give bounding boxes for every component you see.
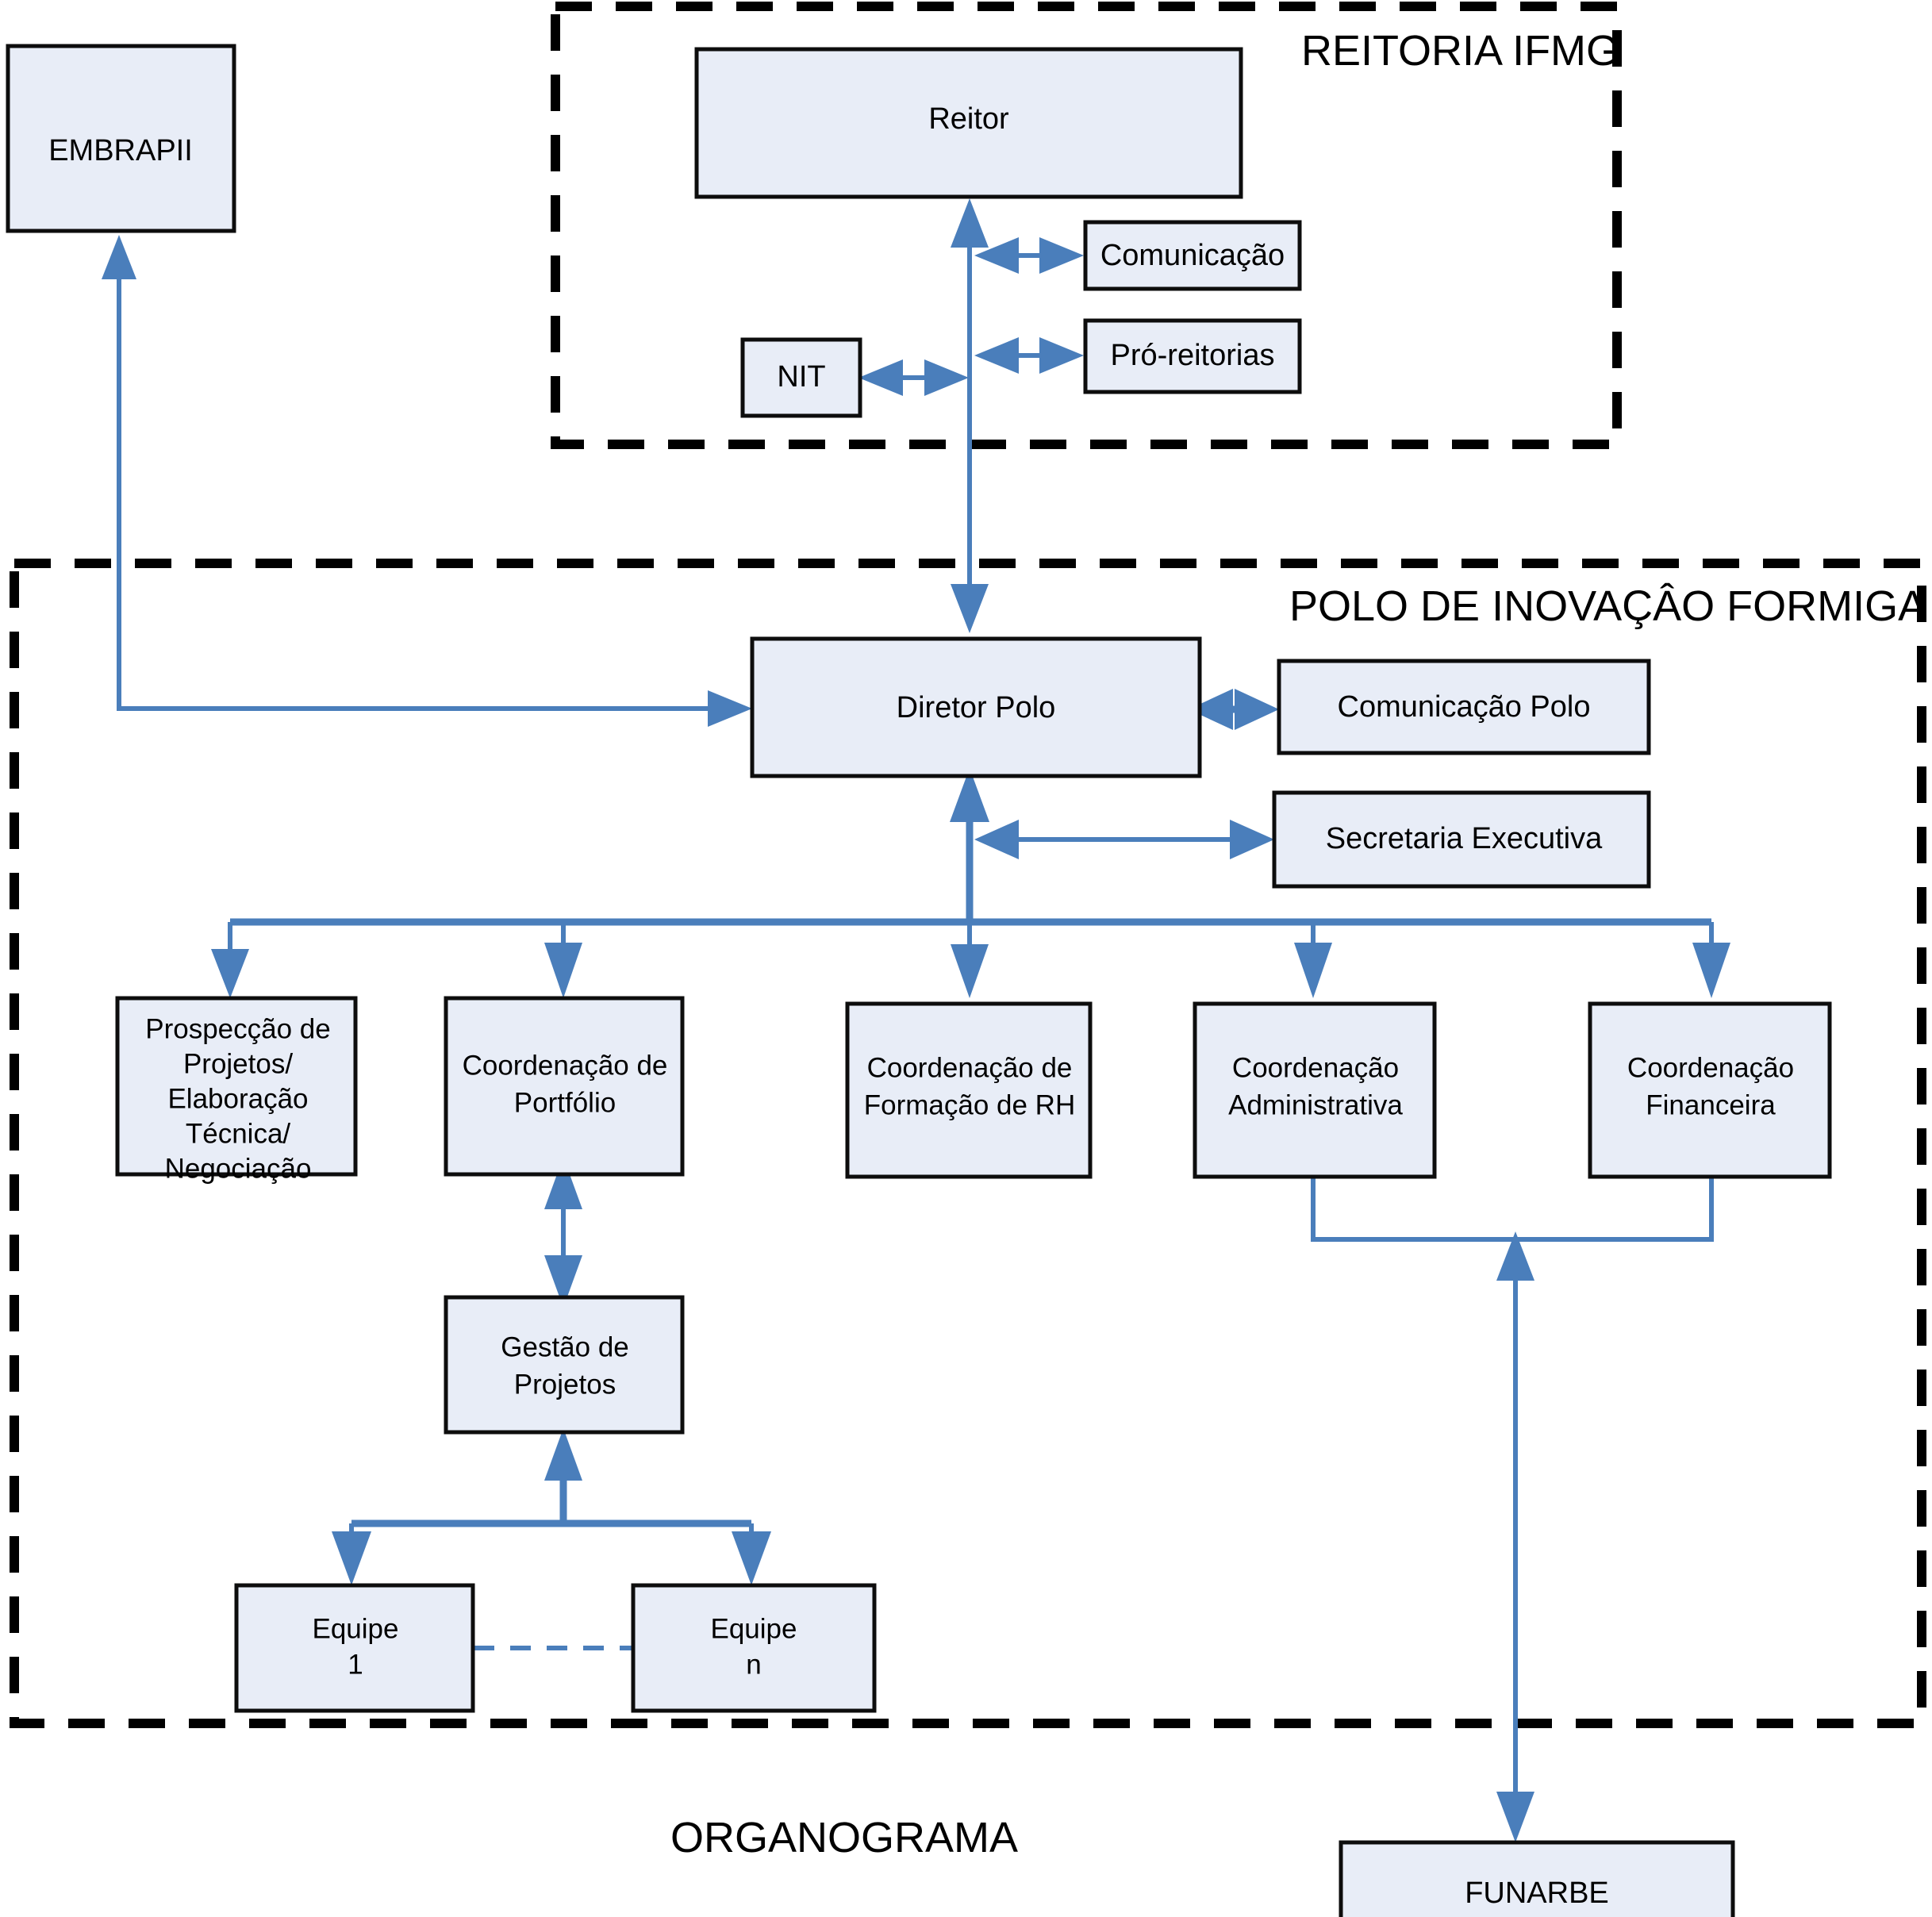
node-label-portfolio-line2: Portfólio <box>514 1087 616 1118</box>
arrowhead-diretor-down <box>951 584 989 633</box>
arrowhead-reitor-up <box>951 198 989 248</box>
arrowhead-nit-left <box>858 359 903 396</box>
arrowhead-diretor-left <box>708 690 752 727</box>
node-label-formacao-rh-line2: Formação de RH <box>864 1089 1075 1120</box>
node-equipe-1[interactable]: Equipe 1 <box>234 1583 475 1713</box>
arrowhead-merge-up <box>1496 1231 1534 1281</box>
node-rect-portfolio[interactable] <box>444 996 685 1177</box>
node-rect-embrapii[interactable] <box>6 44 236 233</box>
node-rect-diretor-polo[interactable] <box>750 636 1202 778</box>
node-rect-formacao-rh[interactable] <box>845 1001 1093 1179</box>
node-label-prospeccao-line4: Técnica/ <box>186 1118 291 1149</box>
node-comunicacao-polo[interactable]: Comunicação Polo <box>1277 659 1651 755</box>
node-gestao-projetos[interactable]: Gestão de Projetos <box>444 1295 685 1435</box>
node-nit[interactable]: NIT <box>740 337 862 418</box>
arrowhead-portfolio-up <box>544 1157 582 1209</box>
node-label-portfolio-line1: Coordenação de <box>463 1050 668 1081</box>
node-label-equipe1-line1: Equipe <box>313 1613 399 1644</box>
node-label-equipe1-line2: 1 <box>348 1649 363 1680</box>
node-label-prospeccao-line1: Prospecção de <box>145 1013 330 1044</box>
node-rect-comunicacao-polo[interactable] <box>1277 659 1651 755</box>
node-label-gestao-line1: Gestão de <box>501 1331 629 1362</box>
node-label-embrapii: EMBRAPII <box>48 134 193 167</box>
node-formacao-rh[interactable]: Coordenação de Formação de RH <box>845 1001 1093 1179</box>
node-rect-gestao-projetos[interactable] <box>444 1295 685 1435</box>
node-rect-equipe-1[interactable] <box>234 1583 475 1713</box>
arrowhead-equipen <box>732 1531 771 1585</box>
node-label-administrativa-line2: Administrativa <box>1228 1089 1403 1120</box>
arrowhead-portfolio <box>544 943 582 998</box>
arrowhead-funarbe-down <box>1496 1792 1534 1842</box>
node-rect-administrativa[interactable] <box>1193 1001 1437 1179</box>
node-rect-equipe-n[interactable] <box>631 1583 877 1713</box>
node-rect-proreitorias[interactable] <box>1083 318 1302 394</box>
node-rect-reitor[interactable] <box>694 47 1243 199</box>
node-label-comunicacao-polo: Comunicação Polo <box>1338 690 1591 724</box>
arrowhead-comunicacao-right <box>1039 237 1084 274</box>
node-reitor[interactable]: Reitor <box>694 47 1243 199</box>
node-label-gestao-line2: Projetos <box>514 1369 616 1400</box>
node-portfolio[interactable]: Coordenação de Portfólio <box>444 996 685 1177</box>
node-label-funarbe: FUNARBE <box>1465 1877 1609 1910</box>
node-label-proreitorias: Pró-reitorias <box>1111 339 1275 372</box>
arrowhead-gestao-up <box>544 1428 582 1481</box>
node-embrapii[interactable]: EMBRAPII <box>6 44 236 233</box>
node-label-secretaria-executiva: Secretaria Executiva <box>1326 822 1603 855</box>
node-label-diretor-polo: Diretor Polo <box>897 691 1056 724</box>
node-equipe-n[interactable]: Equipe n <box>631 1583 877 1713</box>
node-comunicacao[interactable]: Comunicação <box>1083 220 1302 291</box>
node-rect-nit[interactable] <box>740 337 862 418</box>
node-label-equipen-line2: n <box>746 1649 761 1680</box>
node-rect-secretaria-executiva[interactable] <box>1272 790 1651 889</box>
node-proreitorias[interactable]: Pró-reitorias <box>1083 318 1302 394</box>
diagram-caption: ORGANOGRAMA <box>670 1814 1018 1861</box>
node-funarbe[interactable]: FUNARBE <box>1339 1840 1735 1917</box>
node-label-comunicacao: Comunicação <box>1100 239 1285 272</box>
node-administrativa[interactable]: Coordenação Administrativa <box>1193 1001 1437 1179</box>
node-label-nit: NIT <box>777 360 825 394</box>
node-label-prospeccao-line2: Projetos/ <box>183 1048 293 1079</box>
node-label-prospeccao-line3: Elaboração <box>167 1083 308 1114</box>
group-label-polo: POLO DE INOVAÇÂO FORMIGA <box>1289 582 1926 630</box>
node-label-equipen-line1: Equipe <box>711 1613 797 1644</box>
arrowhead-formacao <box>951 944 989 998</box>
connector-embrapii-diretor <box>117 246 738 711</box>
group-box-reitoria <box>551 2 1622 449</box>
node-label-prospeccao-line5: Negociação <box>165 1153 312 1184</box>
node-secretaria-executiva[interactable]: Secretaria Executiva <box>1272 790 1651 889</box>
node-label-formacao-rh-line1: Coordenação de <box>867 1052 1073 1083</box>
node-label-administrativa-line1: Coordenação <box>1232 1052 1399 1083</box>
arrowhead-nit-right <box>924 359 969 396</box>
node-rect-financeira[interactable] <box>1588 1001 1832 1179</box>
arrowhead-equipe1 <box>332 1531 371 1585</box>
arrowhead-proreitorias-left <box>974 337 1019 374</box>
arrowhead-comunicacao-polo-right <box>1235 689 1279 730</box>
node-label-financeira-line1: Coordenação <box>1627 1052 1794 1083</box>
node-rect-funarbe[interactable] <box>1339 1840 1735 1917</box>
group-label-reitoria: REITORIA IFMG <box>1301 27 1619 75</box>
arrowhead-secretaria-left <box>974 820 1019 859</box>
node-label-financeira-line2: Financeira <box>1646 1089 1776 1120</box>
node-label-reitor: Reitor <box>928 102 1009 136</box>
arrowhead-proreitorias-right <box>1039 337 1084 374</box>
arrowhead-comunicacao-polo-left <box>1189 689 1233 730</box>
arrowhead-diretor-up-from-spine <box>950 768 989 822</box>
node-rect-comunicacao[interactable] <box>1083 220 1302 291</box>
arrowhead-embrapii-up <box>102 235 136 279</box>
node-financeira[interactable]: Coordenação Financeira <box>1588 1001 1832 1179</box>
arrowhead-administrativa <box>1294 943 1332 998</box>
node-rect-prospeccao[interactable] <box>115 996 358 1177</box>
arrowhead-financeira <box>1692 943 1730 998</box>
node-prospeccao[interactable]: Prospecção de Projetos/ Elaboração Técni… <box>115 996 358 1184</box>
arrowhead-secretaria-right <box>1230 820 1274 859</box>
arrowhead-prospeccao <box>211 949 249 998</box>
arrowhead-comunicacao-left <box>974 237 1019 274</box>
group-box-polo <box>10 559 1926 1728</box>
arrowhead-gestao-down <box>544 1255 582 1308</box>
node-diretor-polo[interactable]: Diretor Polo <box>750 636 1202 778</box>
connector-admin-financeira-merge <box>1311 1173 1714 1242</box>
